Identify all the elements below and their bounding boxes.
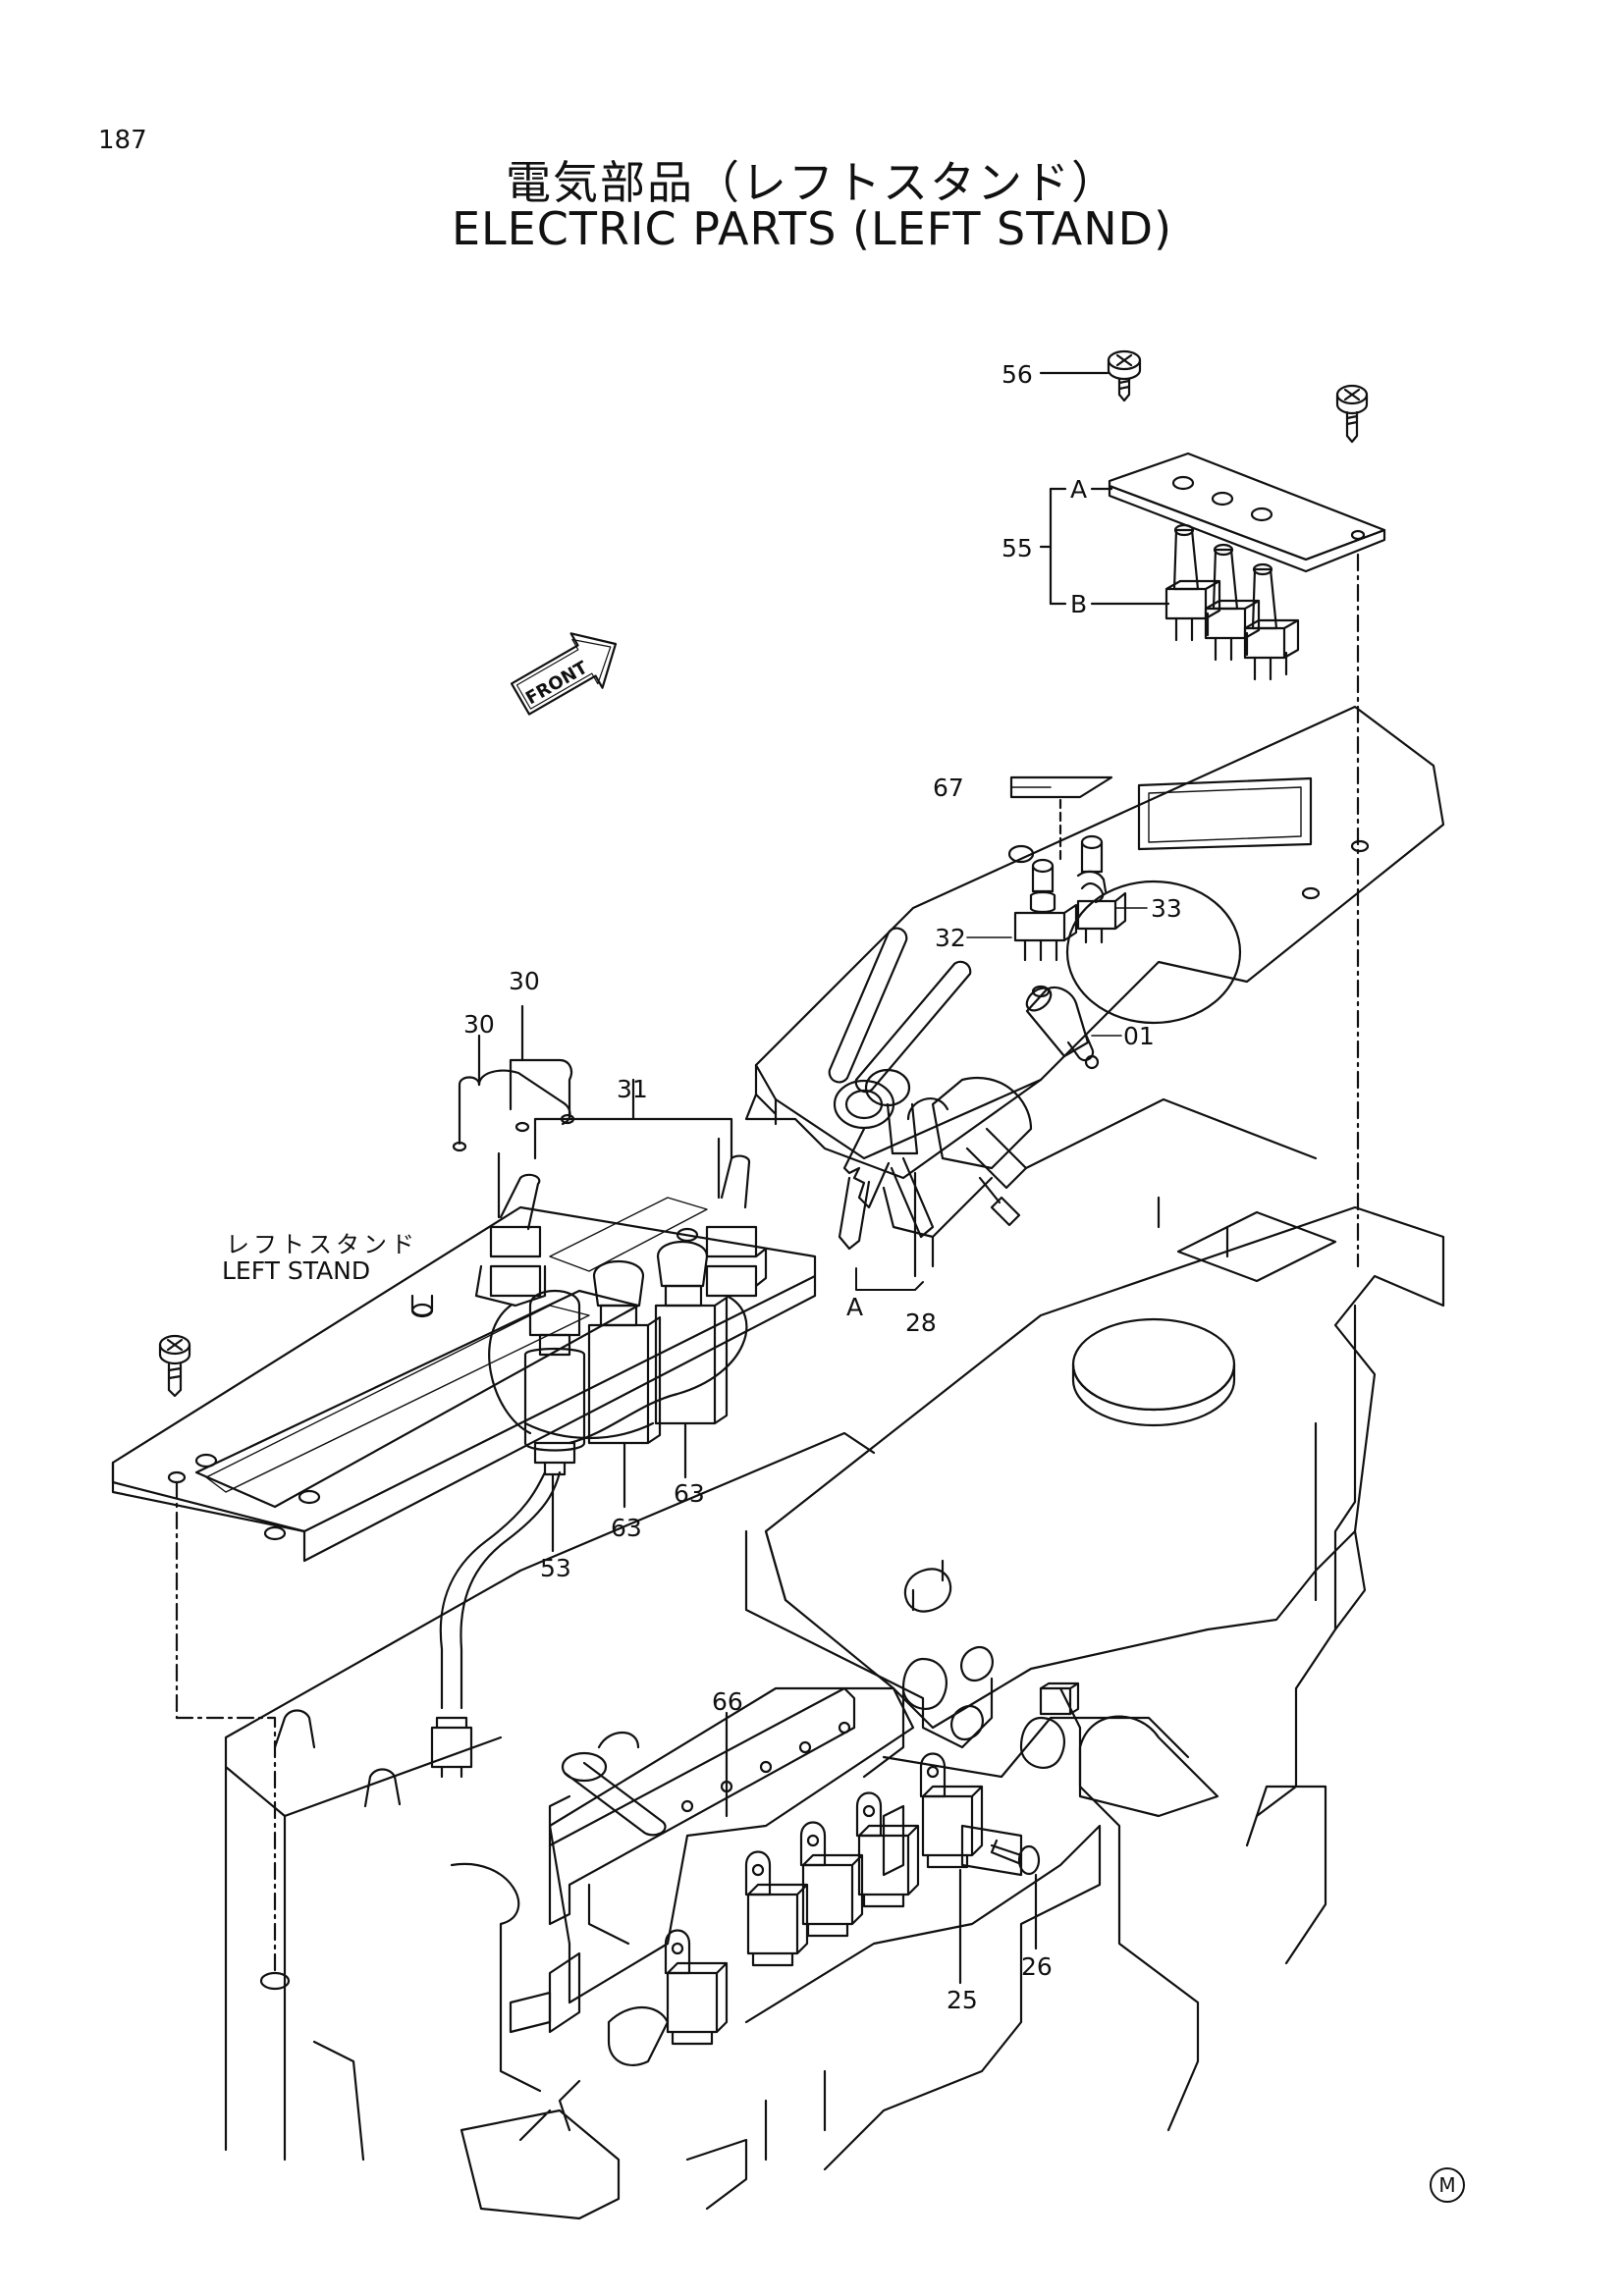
callout-26: 26 <box>1021 1952 1053 1981</box>
page-title-english: ELECTRIC PARTS (LEFT STAND) <box>451 202 1173 255</box>
front-arrow <box>510 632 618 716</box>
screw-56 <box>1107 349 1142 402</box>
page-title-japanese: 電気部品（レフトスタンド） <box>506 156 1118 209</box>
screw-right <box>1335 384 1369 444</box>
key-switch-28 <box>833 1068 1033 1291</box>
callout-63-right: 63 <box>674 1479 705 1508</box>
pilot-lamp-01 <box>1025 986 1100 1070</box>
callout-67: 67 <box>933 774 964 802</box>
screw-left-stand <box>158 1334 191 1398</box>
push-switch-33 <box>1076 834 1127 944</box>
relay-25-set <box>664 1752 984 2046</box>
switch-assembly-31 <box>474 1078 768 1308</box>
callout-56: 56 <box>1001 360 1033 389</box>
jumper-wires-30 <box>452 1004 575 1152</box>
console-top-panel <box>744 705 1445 1268</box>
callout-66: 66 <box>712 1687 743 1716</box>
callout-30-right: 30 <box>509 967 540 995</box>
callout-leaders <box>966 786 1148 1037</box>
toggle-switches-55b <box>1164 523 1300 681</box>
wire-harness <box>430 1294 748 1779</box>
push-switch-32 <box>1013 858 1078 962</box>
callout-30-left: 30 <box>463 1010 495 1039</box>
callout-33: 33 <box>1151 894 1182 923</box>
callout-55: 55 <box>1001 534 1033 562</box>
callout-25: 25 <box>947 1986 978 2014</box>
callout-55-b: B <box>1070 590 1087 618</box>
left-stand-plate <box>111 1197 817 1991</box>
relays-63 <box>523 1240 729 1553</box>
left-stand-label-english: LEFT STAND <box>222 1256 371 1285</box>
page-number: 187 <box>98 126 147 155</box>
callout-55-a: A <box>1070 475 1087 504</box>
callout-31: 31 <box>617 1075 648 1103</box>
label-plate-67 <box>1009 775 1113 866</box>
callout-28: 28 <box>905 1308 937 1337</box>
switch-cover-plate <box>1108 452 1386 573</box>
callout-01: 01 <box>1123 1022 1155 1050</box>
left-stand-label-japanese: レフトスタンド <box>226 1231 418 1258</box>
callout-53: 53 <box>540 1554 571 1582</box>
callout-32: 32 <box>935 924 966 952</box>
callout-63-left: 63 <box>611 1514 642 1542</box>
callout-28-a: A <box>846 1293 863 1321</box>
maker-mark: M <box>1430 2167 1465 2203</box>
relay-bracket-66 <box>548 1686 856 1926</box>
console-lower-body <box>224 1097 1445 2220</box>
callout-bracket-55 <box>1039 371 1170 606</box>
screw-26 <box>990 1839 1041 1950</box>
